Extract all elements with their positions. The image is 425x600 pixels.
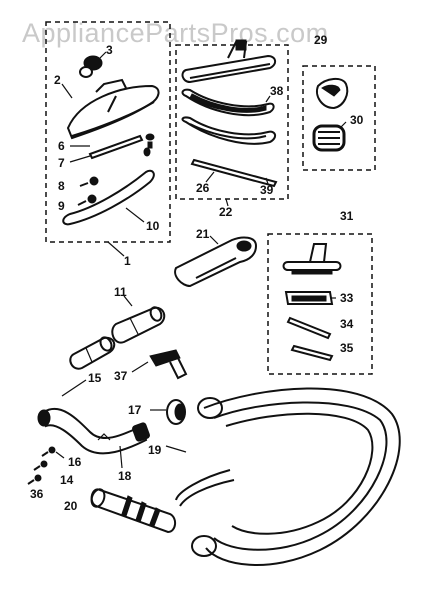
part-6-clip <box>145 133 155 149</box>
callout-6: 6 <box>58 139 65 153</box>
callout-35: 35 <box>340 341 354 355</box>
part-7-strip <box>88 134 144 160</box>
leader-37 <box>131 361 149 373</box>
part-26-frame <box>181 116 276 145</box>
leader-11 <box>123 295 133 307</box>
part-29-nozzle <box>316 78 349 110</box>
leader-10 <box>125 207 145 223</box>
part-20-hose-cuff <box>90 488 176 534</box>
part-3-fitting <box>79 55 103 78</box>
part-17-coupling <box>166 399 186 425</box>
leader-1 <box>107 241 125 257</box>
part-38-brush-strip <box>181 88 275 117</box>
leader-19 <box>165 445 187 453</box>
part-21-crevice-tool <box>174 236 258 288</box>
callout-19: 19 <box>148 443 162 457</box>
part-9-screw <box>77 194 97 206</box>
part-22-tool-head <box>181 39 276 84</box>
leader-30 <box>339 121 347 129</box>
callout-9: 9 <box>58 199 65 213</box>
callout-30: 30 <box>350 113 364 127</box>
leader-18 <box>119 445 123 469</box>
callout-20: 20 <box>64 499 78 513</box>
callout-21: 21 <box>196 227 210 241</box>
leader-15 <box>61 379 87 397</box>
callout-37: 37 <box>114 369 128 383</box>
part-16-screw <box>41 446 56 457</box>
leader-26 <box>205 171 215 183</box>
leader-7 <box>69 155 91 163</box>
part-11-wand-upper <box>111 306 166 344</box>
leader-16 <box>55 451 65 459</box>
callout-7: 7 <box>58 156 65 170</box>
callout-39: 39 <box>260 183 274 197</box>
part-33-brush <box>284 291 334 305</box>
part-19-hose <box>175 387 401 566</box>
group-box-29 <box>302 65 376 171</box>
part-11-wand-lower <box>69 336 116 370</box>
part-14-screw <box>33 460 48 471</box>
part-31-upholstery-tool <box>282 243 342 275</box>
leader-39 <box>265 177 269 185</box>
callout-15: 15 <box>88 371 102 385</box>
watermark: AppliancePartsPros.com <box>22 18 329 48</box>
callout-16: 16 <box>68 455 82 469</box>
callout-38: 38 <box>270 84 284 98</box>
part-37-clip <box>149 349 188 380</box>
callout-11: 11 <box>114 285 127 299</box>
callout-3: 3 <box>106 43 113 57</box>
part-8-screw <box>79 176 99 187</box>
callout-36: 36 <box>30 487 44 501</box>
leader-3 <box>99 51 107 59</box>
callout-33: 33 <box>340 291 354 305</box>
callout-14: 14 <box>60 473 74 487</box>
part-2-floor-brush <box>66 78 160 140</box>
callout-29: 29 <box>314 33 328 47</box>
part-35-strip <box>290 344 334 362</box>
part-39-strip <box>190 158 278 188</box>
callout-34: 34 <box>340 317 354 331</box>
group-box-22 <box>175 44 289 200</box>
callout-17: 17 <box>128 403 142 417</box>
callout-10: 10 <box>146 219 160 233</box>
part-10-bumper <box>62 169 155 226</box>
leader-21 <box>209 235 219 245</box>
part-34-strip <box>286 316 332 340</box>
group-box-31 <box>267 233 373 375</box>
part-36-screw <box>27 474 42 485</box>
callout-1: 1 <box>124 254 131 268</box>
callout-18: 18 <box>118 469 132 483</box>
callout-22: 22 <box>219 205 233 219</box>
part-18-handle <box>37 407 150 455</box>
part-30-filter <box>312 124 346 152</box>
leader-38 <box>265 95 271 103</box>
callout-26: 26 <box>196 181 210 195</box>
leader-2 <box>61 83 73 99</box>
callout-31: 31 <box>340 209 354 223</box>
callout-2: 2 <box>54 73 61 87</box>
callout-8: 8 <box>58 179 65 193</box>
part-8-screw-right <box>143 147 151 157</box>
leader-22 <box>225 198 229 207</box>
